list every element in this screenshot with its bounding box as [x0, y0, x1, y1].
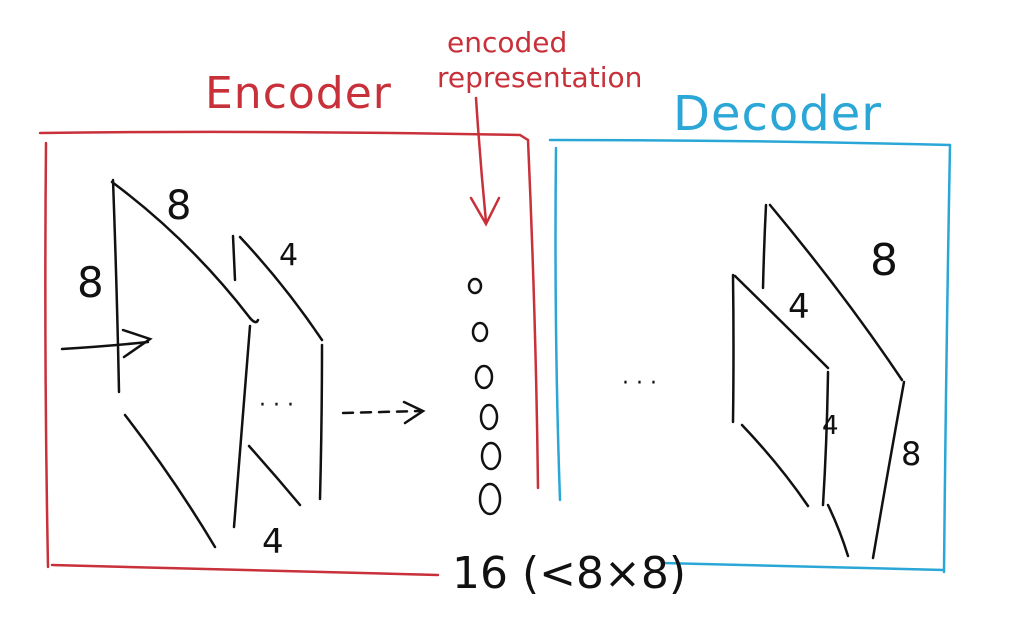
encoder-dashed-arrow	[341, 400, 426, 425]
encoder-input-height-label: 8	[77, 258, 104, 307]
code-unit	[479, 403, 499, 431]
code-unit	[478, 482, 502, 516]
encoder-layer2-bottom-label: 4	[262, 522, 284, 562]
decoder-output-top-label: 8	[870, 235, 898, 286]
input-arrow	[60, 328, 153, 359]
code-unit	[467, 277, 483, 295]
encoded-label-line1: encoded	[447, 26, 567, 59]
encoded-arrow	[469, 96, 501, 227]
encoder-input-layer	[110, 178, 324, 549]
decoder-title: Decoder	[673, 86, 882, 142]
encoder-title: Encoder	[205, 68, 392, 119]
decoder-output-side-label: 8	[901, 435, 921, 473]
code-unit	[471, 321, 489, 343]
code-size-label: 16 (<8×8)	[452, 548, 686, 599]
encoder-frame	[38, 130, 540, 577]
encoder-layer2-top-label: 4	[279, 238, 298, 273]
encoded-label-line2: representation	[437, 61, 642, 94]
decoder-layers	[731, 203, 906, 560]
decoder-ellipsis: · · ·	[622, 371, 657, 396]
decoder-frame	[548, 138, 952, 574]
code-unit	[474, 364, 494, 390]
encoder-ellipsis: · · ·	[259, 393, 294, 418]
encoder-input-width-label: 8	[166, 183, 191, 229]
decoder-layer1-side-label: 4	[822, 411, 839, 441]
decoder-layer1-top-label: 4	[788, 287, 810, 327]
code-unit	[480, 441, 502, 471]
code-units	[467, 277, 502, 516]
